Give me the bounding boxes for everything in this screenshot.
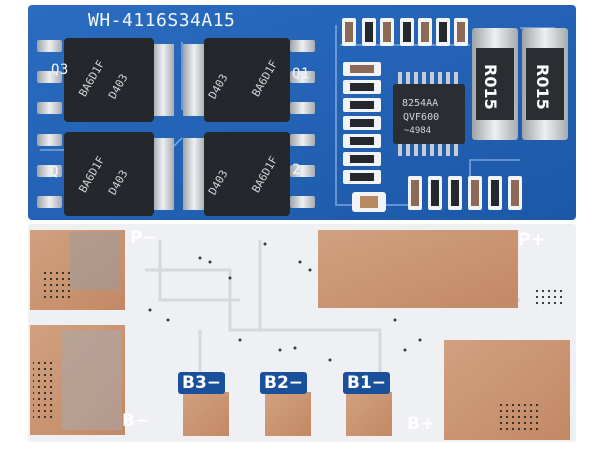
shunt-value-2: R015 — [533, 64, 552, 110]
mosfet-ref-q2: 2 — [292, 162, 301, 178]
mosfet-ref-q4: Q — [50, 164, 59, 180]
ic-marking-line-2: QVF600 — [403, 112, 440, 123]
ic-marking-line-1: 8254AA — [402, 98, 439, 109]
b3-pad — [183, 392, 229, 436]
pad-label-b3: B3− — [178, 372, 226, 394]
pad-label-b1: B1− — [343, 372, 391, 394]
mosfet-q2 — [183, 132, 315, 216]
smd-passives-bottom — [408, 176, 522, 210]
mosfet-ref-q3: Q3 — [51, 62, 69, 78]
pcb-bottom-side — [28, 224, 576, 442]
board-model-label: WH-4116S34A15 — [88, 10, 236, 31]
mosfet-ref-q1: Q1 — [292, 66, 310, 82]
b2-pad — [265, 392, 311, 436]
shunt-value-1: R015 — [481, 64, 500, 110]
mosfet-q4 — [37, 132, 174, 216]
p-positive-pad — [318, 230, 518, 308]
protection-ic — [393, 72, 465, 156]
b1-pad — [346, 392, 392, 436]
ic-marking-line-3: ~4984 — [404, 126, 432, 136]
smd-passives-left — [343, 62, 386, 212]
pad-label-b-negative: B− — [122, 411, 151, 431]
mosfet-q3 — [37, 38, 174, 122]
smd-passives-top — [342, 18, 468, 46]
shunt-resistor-2 — [522, 28, 568, 140]
pcb-top-side — [28, 5, 576, 220]
pad-label-p-negative: P− — [130, 228, 158, 248]
pad-label-b-positive: B+ — [407, 414, 436, 434]
pad-label-b2: B2− — [260, 372, 308, 394]
pad-label-p-positive: P+ — [518, 230, 546, 250]
mosfet-q1 — [183, 38, 315, 122]
shunt-resistor-1 — [472, 28, 518, 140]
